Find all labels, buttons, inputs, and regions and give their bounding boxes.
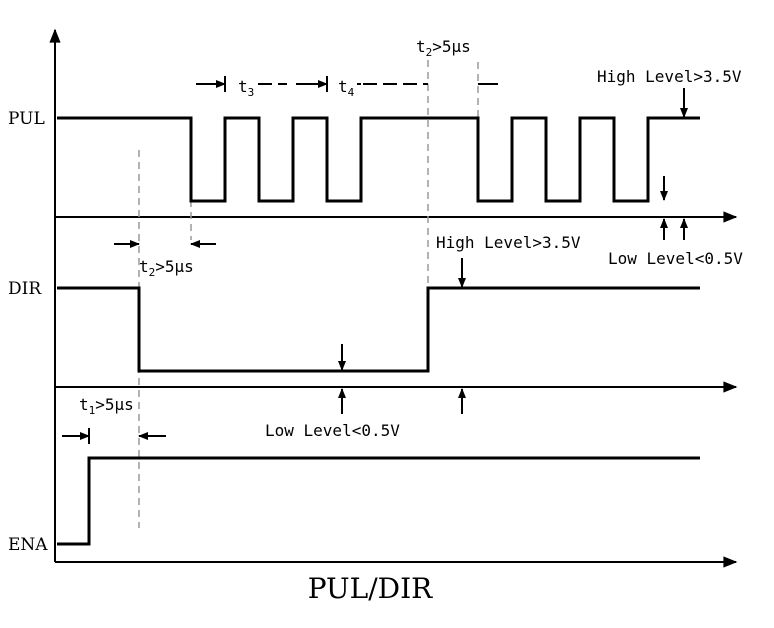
t2-left-label: t2>5µs [139,257,194,279]
diagram-title: PUL/DIR [308,572,433,605]
ena-waveform [57,456,700,546]
dir-low-level-label: Low Level<0.5V [265,421,400,440]
t1-dimension [62,428,166,444]
t1-label: t1>5µs [79,395,134,417]
dir-label: DIR [8,279,42,299]
t3-t4-dimension [196,76,428,92]
t4-label: t4 [338,77,355,99]
pul-label: PUL [8,109,45,129]
dir-high-level-label: High Level>3.5V [436,233,581,252]
pul-low-level-label: Low Level<0.5V [608,249,743,268]
dir-waveform [57,286,700,373]
ena-label: ENA [8,535,48,555]
pul-high-level-label: High Level>3.5V [597,67,742,86]
t2-top-label: t2>5µs [416,37,471,59]
pul-waveform [57,116,700,203]
t3-label: t3 [238,77,254,99]
